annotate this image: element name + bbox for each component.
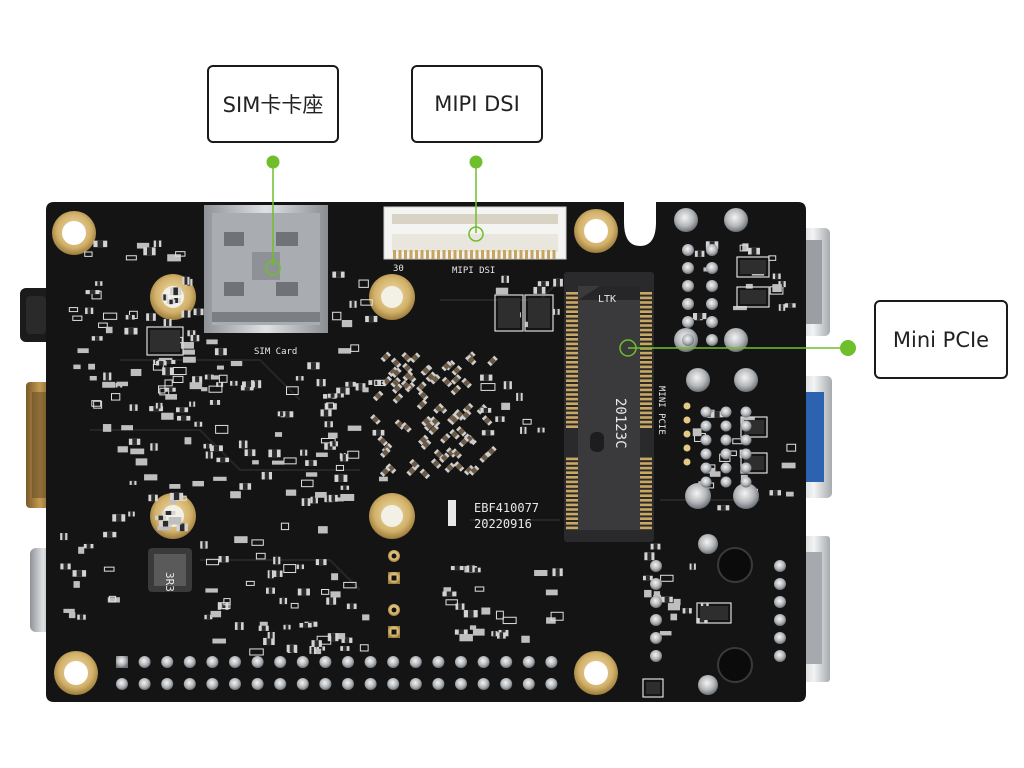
mipi-dsi-callout: MIPI DSI [411, 65, 543, 143]
mipi-dsi-callout-label: MIPI DSI [434, 92, 520, 116]
mount-hole-bottom-left [54, 651, 98, 695]
pin-30-silkscreen: 30 [393, 264, 404, 274]
sim-card-callout: SIM卡卡座 [207, 65, 339, 143]
inductor-3r3: 3R3 [148, 548, 192, 592]
sim-card-silkscreen: SIM Card [254, 347, 297, 357]
mount-hole-bottom-right [574, 651, 618, 695]
board-id-text: EBF410077 [474, 501, 539, 515]
mini-pcie-callout: Mini PCIe [874, 300, 1008, 379]
ethernet-post-bottom [717, 647, 753, 683]
ethernet-post-top [717, 547, 753, 583]
smd-components [60, 240, 797, 698]
connector-solder-joints [650, 208, 786, 695]
mini-pcie-slot [564, 272, 654, 542]
mipi-connector-pins [393, 250, 556, 259]
mini-pcie-silkscreen: MINI PCIE [656, 386, 666, 435]
sim-card-holder [204, 205, 328, 333]
board-date-text: 20220916 [474, 517, 532, 531]
mini-pcie-pins [566, 292, 652, 530]
gpio-header-pins [116, 656, 558, 690]
board-id-label: EBF410077 20220916 [448, 500, 539, 531]
mount-pad-4 [369, 493, 415, 539]
mipi-dsi-connector [383, 206, 567, 260]
gold-vias [388, 402, 691, 638]
mini-pcie-callout-label: Mini PCIe [892, 327, 990, 352]
mipi-dsi-silkscreen: MIPI DSI [452, 266, 495, 276]
audio-jack [20, 288, 52, 342]
mount-hole-top-left [52, 211, 96, 255]
mount-hole-top-right [574, 209, 618, 253]
target-rings [265, 226, 637, 357]
pcb-body [46, 202, 806, 702]
mount-pad-2 [369, 274, 415, 320]
passive-component-cluster [370, 351, 498, 480]
slot-brand-text: LTK [598, 294, 616, 305]
callout-dots [266, 155, 856, 356]
callout-leaders [272, 162, 848, 349]
sim-card-callout-label: SIM卡卡座 [222, 93, 324, 117]
slot-code-text: 20123C [612, 398, 628, 449]
inductor-text: 3R3 [163, 572, 176, 592]
